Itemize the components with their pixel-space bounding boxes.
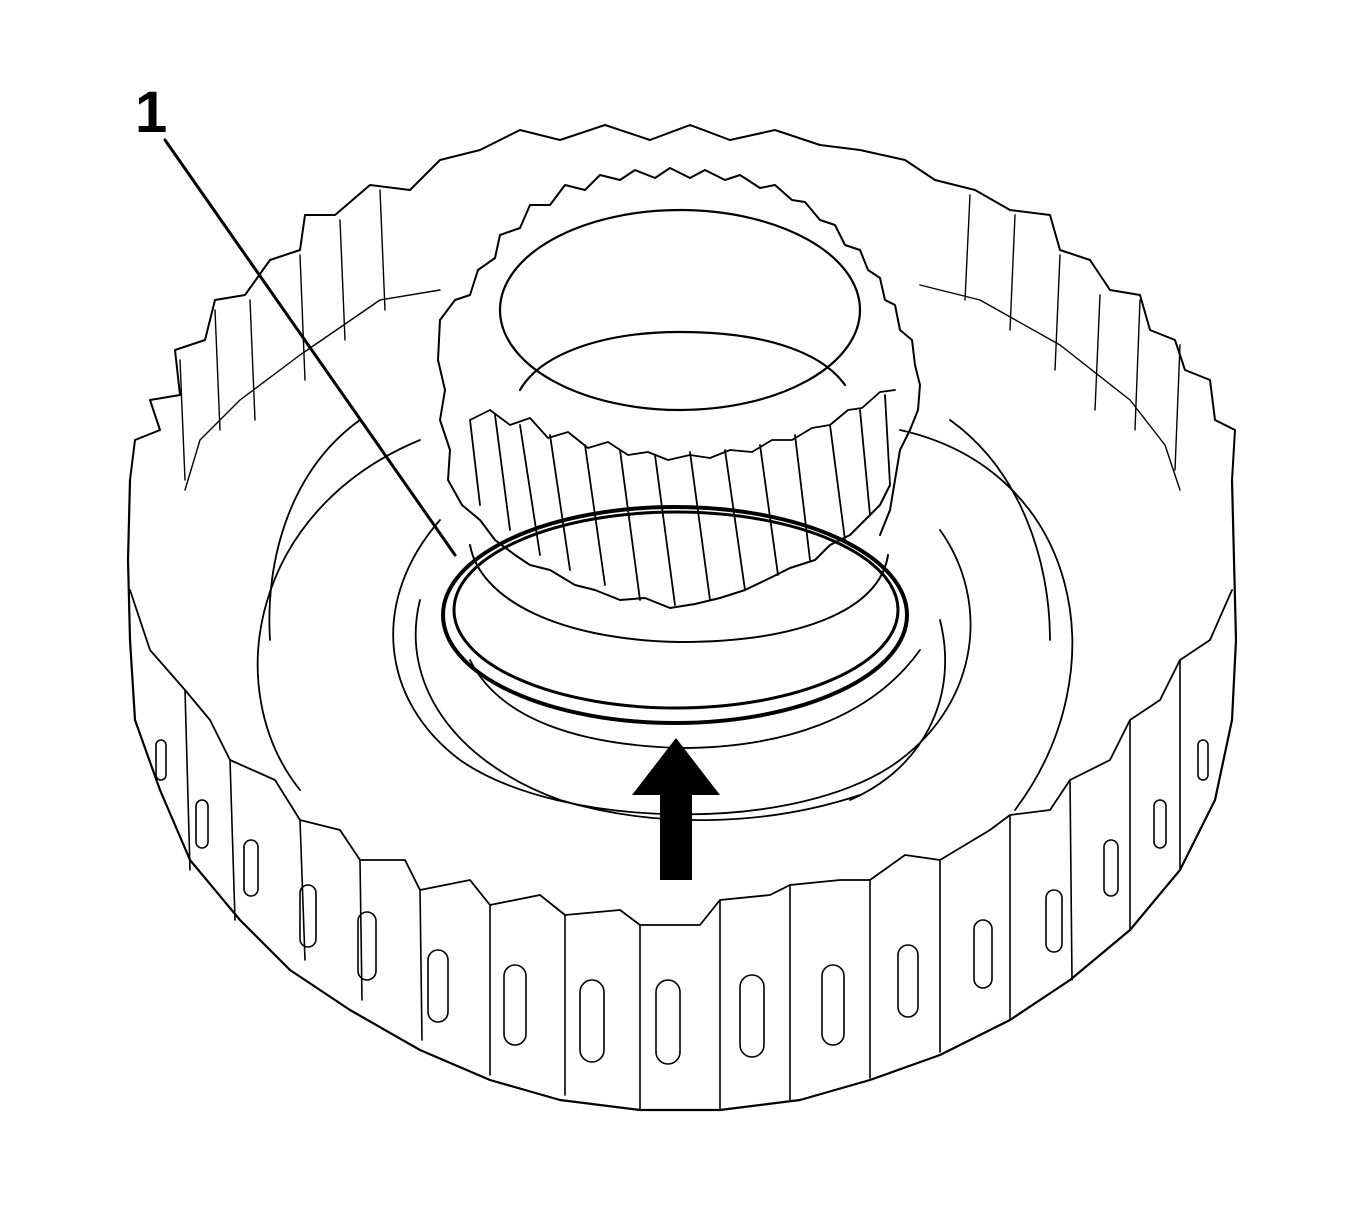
- dish-ring-4: [414, 599, 861, 822]
- dish-outer-ring: [256, 429, 1074, 811]
- drum-inner-dish: [256, 419, 1074, 822]
- dish-ring-5: [469, 649, 921, 749]
- clutch-drum: [126, 124, 1238, 1112]
- gear-top-teeth: [439, 167, 921, 451]
- dish-ring-2: [268, 419, 1051, 641]
- sun-gear: [437, 167, 921, 609]
- dish-ring-6: [849, 619, 947, 801]
- gear-front-tooth-row: [469, 389, 896, 461]
- drum-front-crenellation: [129, 589, 1233, 926]
- gear-bore-top: [498, 208, 862, 412]
- callout-1-label: 1: [135, 80, 167, 145]
- arrow-up-icon: [632, 738, 720, 880]
- gear-side-right: [879, 449, 901, 536]
- seal-ring-inner: [452, 510, 900, 710]
- drum-bottom-edge: [126, 478, 1238, 1112]
- drum-inner-lip: [184, 284, 1181, 491]
- drum-slots: [155, 739, 1209, 1065]
- seal-ring-outer: [441, 505, 909, 725]
- gear-bottom-teeth: [461, 484, 891, 609]
- hub-shoulder: [469, 544, 889, 643]
- gear-side-left: [437, 319, 463, 506]
- hub: [441, 505, 909, 725]
- drum-top-rim: [129, 124, 1236, 481]
- callout-1-leader-line: [163, 138, 457, 557]
- gear-bore-inner: [518, 330, 847, 392]
